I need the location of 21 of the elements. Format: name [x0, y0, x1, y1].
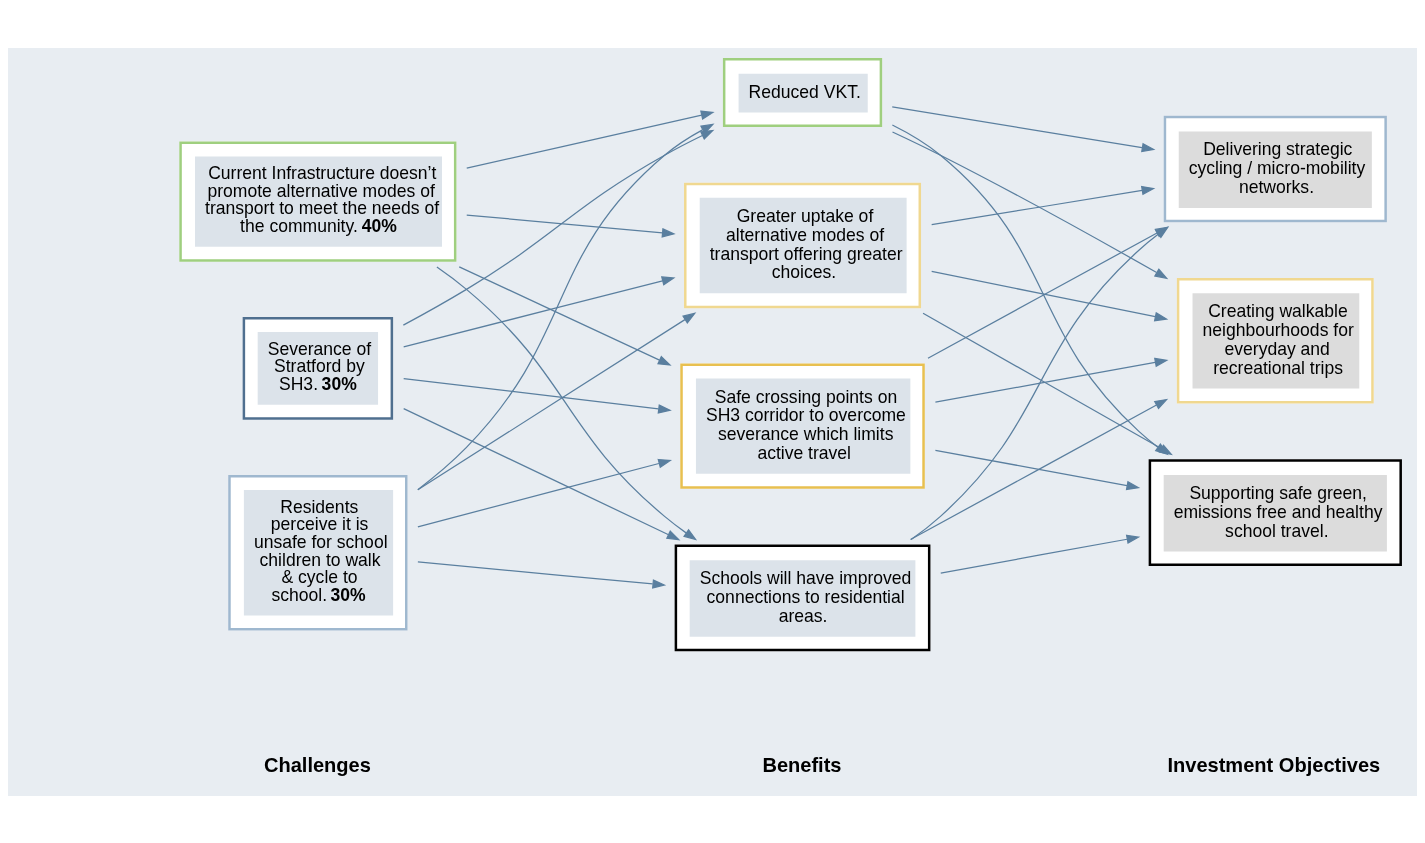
arrow — [417, 560, 667, 589]
arrow — [931, 270, 1169, 321]
label: Challenges — [263, 753, 371, 776]
arrow — [417, 458, 673, 527]
label: Benefits — [762, 753, 842, 776]
arrow — [417, 311, 697, 490]
arrow — [402, 129, 715, 326]
arrow — [458, 265, 672, 366]
arrow — [931, 185, 1156, 225]
arrow — [403, 407, 681, 540]
arrow — [436, 265, 698, 541]
label: Investment Objectives — [1167, 753, 1381, 776]
arrow — [891, 105, 1156, 152]
arrow — [466, 213, 676, 238]
arrow — [934, 357, 1169, 403]
arrow — [466, 109, 715, 169]
arrow — [417, 123, 715, 490]
arrow — [403, 377, 672, 414]
arrow — [403, 275, 676, 347]
arrow — [940, 534, 1141, 574]
arrow — [934, 449, 1141, 490]
